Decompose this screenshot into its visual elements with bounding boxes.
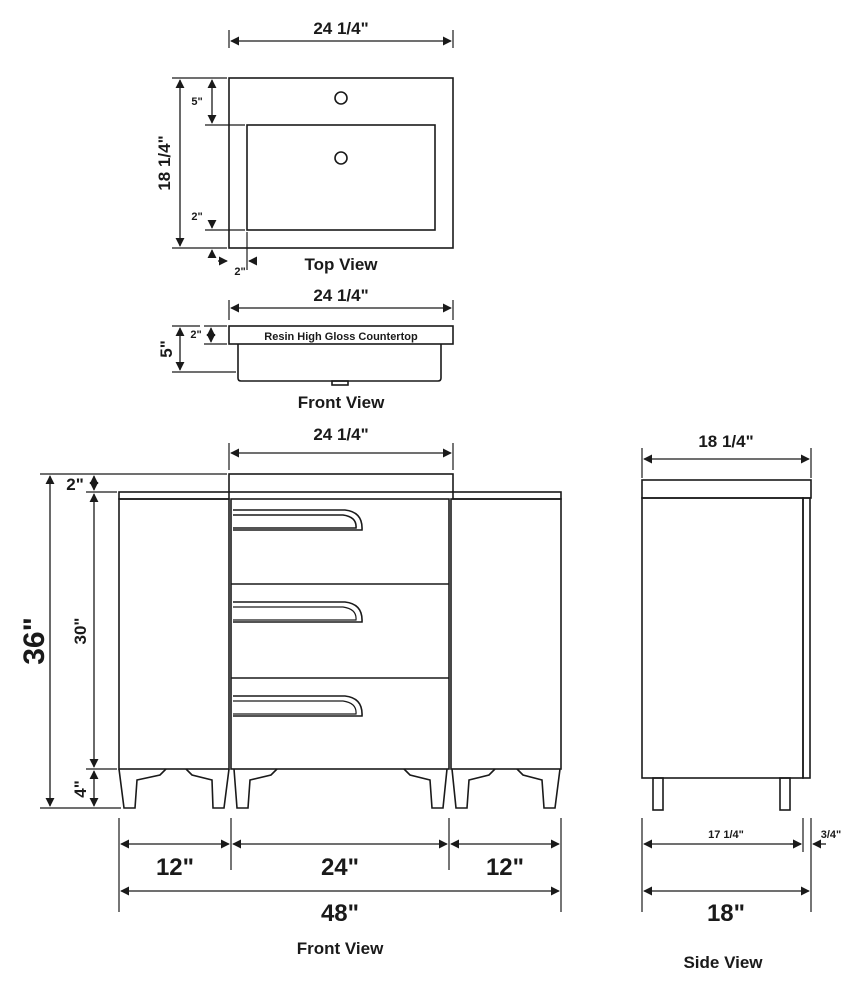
countertop-front-view: 24 1/4" Resin High Gloss Countertop 2" 5… xyxy=(157,286,454,412)
side-cabinet-depth-label: 17 1/4" xyxy=(708,829,744,841)
basin-back-margin-label: 2" xyxy=(191,211,202,223)
vanity-front-view: 24 1/4" 36" xyxy=(18,425,562,958)
door-thickness-label: 3/4" xyxy=(821,829,842,841)
front-counter-height-label: 2" xyxy=(66,475,84,494)
faucet-hole-icon xyxy=(334,91,348,105)
side-leg-back xyxy=(652,777,664,811)
side-cabinet-body xyxy=(641,497,804,779)
top-view-countertop xyxy=(228,77,454,249)
drawer-handle-1 xyxy=(233,509,363,531)
drawer-handle-1-inner xyxy=(233,514,357,529)
leg-center-2 xyxy=(403,768,448,809)
leg-left-2 xyxy=(185,768,230,809)
overall-width-label: 48" xyxy=(321,900,359,927)
leg-center-1 xyxy=(233,768,278,809)
front-cabinet-height-label: 30" xyxy=(71,618,90,645)
drawer-handle-3 xyxy=(233,695,363,717)
front-countertop xyxy=(228,473,454,493)
top-view-caption: Top View xyxy=(304,255,378,274)
side-leg-front xyxy=(779,777,791,811)
side-overall-depth-label: 18" xyxy=(707,900,745,927)
leg-left-1 xyxy=(118,768,167,809)
front-view-caption: Front View xyxy=(297,939,384,958)
top-view-depth-label: 18 1/4" xyxy=(155,135,174,190)
side-door-edge xyxy=(802,497,811,779)
top-view-width-label: 24 1/4" xyxy=(313,19,368,38)
counter-thickness-label: 2" xyxy=(190,329,201,341)
center-drawer-unit xyxy=(230,498,450,770)
drawer-handle-3-inner xyxy=(233,700,357,715)
counter-width-label: 24 1/4" xyxy=(313,286,368,305)
side-view-caption: Side View xyxy=(683,953,763,972)
drawer-handle-2 xyxy=(233,601,363,623)
counter-total-label: 5" xyxy=(157,340,176,358)
left-cabinet xyxy=(118,498,230,770)
top-view-basin xyxy=(246,124,436,231)
drain-stub xyxy=(331,380,349,386)
right-cabinet xyxy=(450,498,562,770)
faucet-offset-label: 5" xyxy=(191,96,202,108)
right-cabinet-top xyxy=(452,491,562,500)
leg-right-2 xyxy=(516,768,561,809)
left-cabinet-top xyxy=(118,491,230,500)
side-top-depth-label: 18 1/4" xyxy=(698,432,753,451)
top-view: 24 1/4" 18 1/4" 5" 2" 2" Top View xyxy=(155,19,454,278)
front-leg-height-label: 4" xyxy=(71,780,90,798)
overall-height-label: 36" xyxy=(18,617,51,665)
center-width-label: 24" xyxy=(321,854,359,881)
drain-icon xyxy=(334,151,348,165)
front-top-width-label: 24 1/4" xyxy=(313,425,368,444)
right-width-label: 12" xyxy=(486,854,524,881)
drawer-handle-2-inner xyxy=(233,606,357,621)
left-width-label: 12" xyxy=(156,854,194,881)
side-view: 18 1/4" 17 1/4" 3/4" 18" Side View xyxy=(641,432,842,972)
basin-side-margin-label: 2" xyxy=(234,266,245,278)
countertop-material-label: Resin High Gloss Countertop xyxy=(264,331,418,343)
side-countertop xyxy=(641,479,812,499)
leg-right-1 xyxy=(451,768,496,809)
counter-front-view-caption: Front View xyxy=(298,393,385,412)
countertop-slab xyxy=(228,325,454,345)
basin-profile xyxy=(237,344,442,382)
